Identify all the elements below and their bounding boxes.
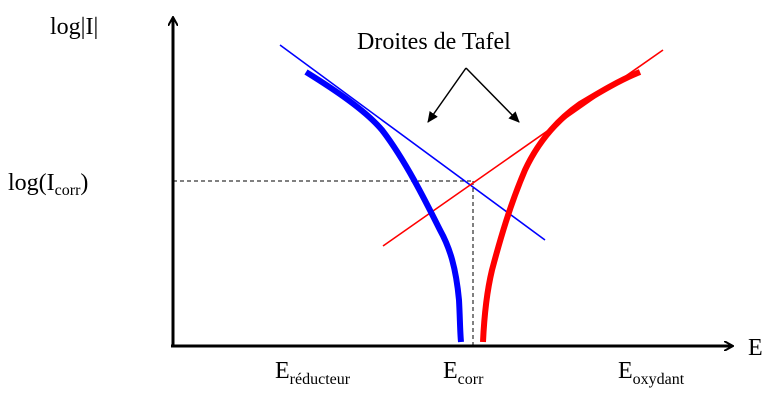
e-corr-subscript: corr: [458, 371, 484, 388]
tafel-line-reduction: [279, 44, 546, 241]
icorr-label: log(Icorr): [8, 170, 88, 199]
y-axis-label: log|I|: [50, 14, 98, 40]
e-oxydant-subscript: oxydant: [633, 371, 685, 388]
tafel-title: Droites de Tafel: [357, 29, 511, 55]
annotation-arrow-right: [465, 67, 520, 123]
e-reducteur-subscript: réducteur: [290, 371, 351, 388]
oxidation-curve: [480, 69, 642, 343]
e-reducteur-label: Eréducteur: [275, 358, 351, 388]
icorr-subscript: corr: [55, 182, 81, 199]
x-axis-label: E: [748, 335, 763, 361]
reduction-curve: [304, 69, 464, 343]
e-oxydant-label: Eoxydant: [618, 358, 685, 388]
annotation-arrow-left: [427, 67, 467, 123]
e-corr-label: Ecorr: [443, 358, 484, 388]
